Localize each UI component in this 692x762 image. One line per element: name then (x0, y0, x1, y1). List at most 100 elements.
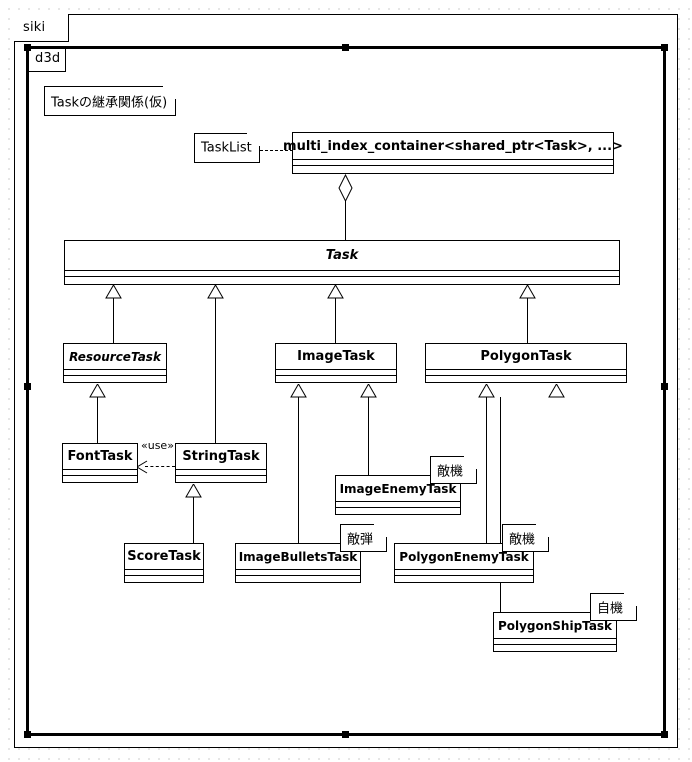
class-ops-compartment (125, 575, 203, 581)
selection-handle-bottom-right[interactable] (661, 731, 668, 738)
class-ops-compartment (63, 475, 137, 481)
generalization-line-resourcetask (113, 298, 114, 343)
note-fold-icon (373, 524, 387, 538)
generalization-line-polygontask (527, 298, 528, 343)
class-scoretask[interactable]: ScoreTask (124, 543, 204, 583)
selection-handle-top-center[interactable] (342, 44, 349, 51)
class-name-polygontask: PolygonTask (480, 349, 572, 364)
class-attrs-compartment (176, 469, 266, 475)
class-name-task: Task (325, 248, 359, 263)
note-polygon-ship-text: 自機 (597, 601, 624, 617)
note-image-bullets[interactable]: 敵弾 (340, 524, 387, 552)
note-fold-icon (463, 456, 477, 470)
note-polygon-ship[interactable]: 自機 (590, 593, 637, 621)
class-attrs-compartment (494, 638, 616, 644)
selection-handle-bottom-left[interactable] (24, 731, 31, 738)
class-ops-compartment (494, 644, 616, 650)
class-ops-compartment (176, 475, 266, 481)
class-attrs-compartment (125, 569, 203, 575)
note-polygon-enemy[interactable]: 敵機 (502, 524, 549, 552)
dependency-use-line (145, 466, 175, 467)
note-image-bullets-text: 敵弾 (347, 532, 374, 548)
class-polygontask[interactable]: PolygonTask (425, 343, 627, 383)
class-attrs-compartment (395, 569, 533, 575)
dependency-use-stereotype: «use» (141, 439, 174, 452)
selection-handle-top-right[interactable] (661, 44, 668, 51)
note-polygon-enemy-text: 敵機 (509, 532, 536, 548)
generalization-line-imagebulletstask (298, 397, 299, 543)
class-attrs-compartment (426, 369, 626, 375)
note-image-enemy[interactable]: 敵機 (430, 456, 477, 484)
note-fold-icon (623, 593, 637, 607)
generalization-line-stringtask-branch (215, 298, 216, 443)
class-stringtask[interactable]: StringTask (175, 443, 267, 483)
generalization-arrow-polygonenemytask (478, 384, 495, 398)
generalization-line-imageenemytask (368, 397, 369, 475)
class-name-scoretask: ScoreTask (127, 549, 201, 564)
aggregation-line (345, 200, 346, 243)
generalization-arrow-imagetask (327, 285, 344, 299)
outer-frame-label-text: siki (23, 20, 46, 35)
generalization-line-polygonshiptask (500, 397, 501, 612)
class-attrs-compartment (63, 469, 137, 475)
class-name-fonttask: FontTask (67, 449, 133, 464)
class-attrs-compartment (64, 369, 166, 375)
inner-frame-label-text-2: d3d (35, 51, 61, 66)
class-attrs-compartment (336, 501, 460, 507)
class-attrs-compartment (236, 569, 360, 575)
aggregation-diamond (337, 173, 354, 206)
class-ops-compartment (426, 375, 626, 381)
generalization-arrow-imagebulletstask (290, 384, 307, 398)
class-ops-compartment (236, 575, 360, 581)
selection-edge-right (663, 46, 666, 736)
generalization-arrow-polygonshiptask (548, 384, 565, 398)
class-name-resourcetask: ResourceTask (69, 349, 161, 364)
class-name-polygonenemytask: PolygonEnemyTask (399, 549, 529, 564)
selection-handle-top-left[interactable] (24, 44, 31, 51)
generalization-line-polygonenemytask (486, 397, 487, 543)
selection-edge-left (26, 46, 29, 736)
note-tasklist-text: TaskList (201, 140, 252, 156)
class-name-imageenemytask: ImageEnemyTask (339, 481, 457, 496)
note-tasklist[interactable]: TaskList (194, 133, 260, 163)
class-ops-compartment (65, 276, 619, 282)
inner-tab-mask (29, 49, 66, 72)
class-attrs-compartment (65, 270, 619, 276)
title-note[interactable]: Taskの継承関係(仮) (44, 86, 176, 116)
class-name-polygonshiptask: PolygonShipTask (497, 618, 613, 633)
class-name-imagebulletstask: ImageBulletsTask (238, 549, 358, 564)
class-polygonshiptask[interactable]: PolygonShipTask (493, 612, 617, 652)
class-attrs-compartment (276, 369, 396, 375)
generalization-arrow-polygontask (519, 285, 536, 299)
selection-handle-bottom-center[interactable] (342, 731, 349, 738)
generalization-arrow-resourcetask (105, 285, 122, 299)
note-anchor-tasklist (260, 150, 293, 151)
class-ops-compartment (395, 575, 533, 581)
class-imageenemytask[interactable]: ImageEnemyTask (335, 475, 461, 515)
class-attrs-compartment (293, 159, 613, 165)
generalization-line-scoretask (193, 497, 194, 543)
generalization-line-imagetask (335, 298, 336, 343)
selection-handle-mid-left[interactable] (24, 383, 31, 390)
class-fonttask[interactable]: FontTask (62, 443, 138, 483)
class-name-multi-index-container: multi_index_container<shared_ptr<Task>, … (283, 138, 623, 154)
generalization-arrow-fonttask (89, 384, 106, 398)
selection-handle-mid-right[interactable] (661, 383, 668, 390)
class-ops-compartment (64, 375, 166, 381)
generalization-line-fonttask (97, 397, 98, 443)
class-resourcetask[interactable]: ResourceTask (63, 343, 167, 383)
generalization-arrow-scoretask (185, 484, 202, 498)
class-name-imagetask: ImageTask (297, 349, 375, 364)
class-task[interactable]: Task (64, 240, 620, 285)
class-ops-compartment (336, 507, 460, 513)
class-ops-compartment (293, 165, 613, 171)
outer-tab-divider (68, 14, 69, 42)
class-imagetask[interactable]: ImageTask (275, 343, 397, 383)
note-image-enemy-text: 敵機 (437, 464, 464, 480)
note-fold-icon (535, 524, 549, 538)
class-name-stringtask: StringTask (182, 449, 260, 464)
generalization-arrow-imageenemytask (360, 384, 377, 398)
inner-frame-tab-box: d3d (26, 46, 66, 72)
class-multi-index-container[interactable]: multi_index_container<shared_ptr<Task>, … (283, 132, 623, 174)
